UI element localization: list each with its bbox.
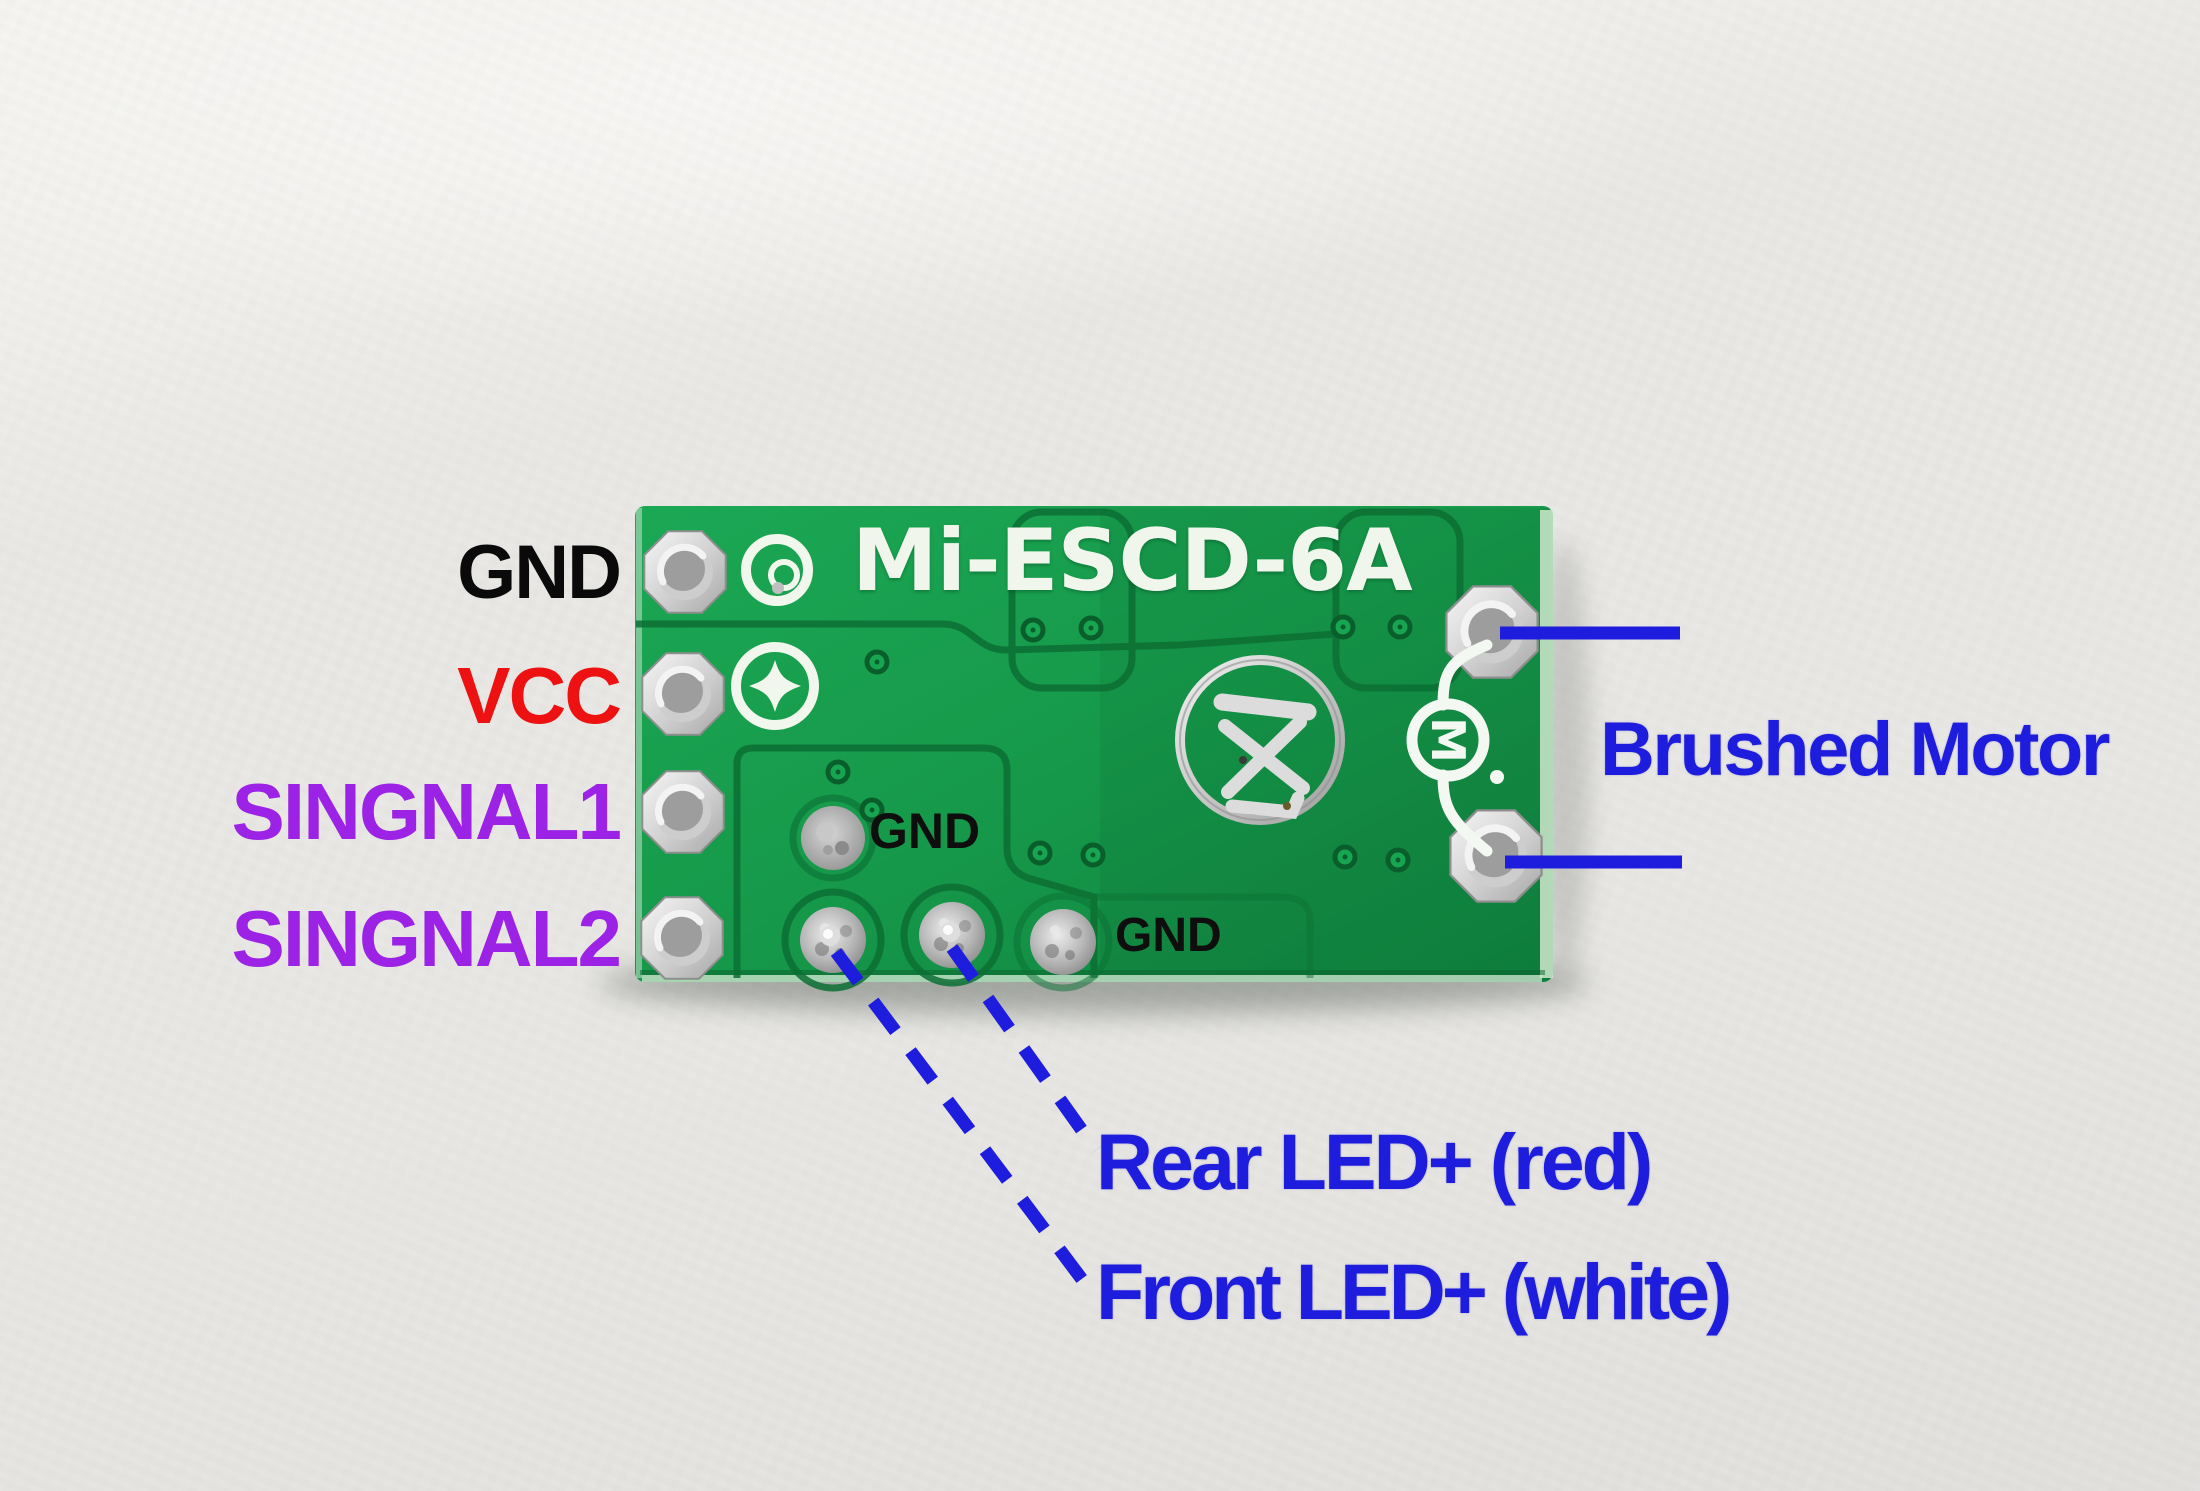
- front-led-label: Front LED+ (white): [1096, 1247, 1732, 1336]
- front-led-pad: [800, 907, 866, 973]
- pin-label-signal2: SINGNAL2: [231, 894, 623, 983]
- silkscreen-ring-icon: [741, 534, 813, 606]
- onboard-gnd-label-2: GND: [1115, 909, 1222, 962]
- gnd-pad-bottom: [1030, 909, 1096, 975]
- signal2-pin-pad: [641, 897, 722, 978]
- silkscreen-dot: [1490, 770, 1504, 784]
- annotation-lines: [830, 626, 1682, 1294]
- motor-lead-bottom: [1437, 769, 1493, 857]
- pin-label-signal1: SINGNAL1: [231, 767, 623, 856]
- copper-trace-outlines: [636, 508, 1464, 992]
- board-silkscreen-title: Mi-ESCD-6A: [852, 511, 1413, 611]
- component-circle-icon: [1175, 655, 1345, 825]
- onboard-gnd-label-1: GND: [869, 803, 981, 859]
- gnd-via-pad: [801, 806, 865, 870]
- vcc-pin-pad: [642, 653, 723, 734]
- pcb-left-edge: [636, 508, 642, 978]
- motor-symbol-icon: M: [1406, 639, 1504, 857]
- pcb-board: M: [635, 506, 1553, 992]
- pin-label-vcc: VCC: [457, 651, 622, 740]
- brushed-motor-label: Brushed Motor: [1600, 707, 2110, 792]
- gnd-pin-pad: [644, 531, 725, 612]
- rear-led-dashed-line: [946, 944, 1102, 1154]
- front-led-dashed-line: [830, 948, 1096, 1294]
- signal1-pin-pad: [642, 771, 723, 852]
- motor-symbol-letter: M: [1421, 717, 1475, 763]
- pcb-right-edge: [1540, 510, 1553, 978]
- motor-lead-top: [1437, 639, 1493, 711]
- rear-led-label: Rear LED+ (red): [1096, 1117, 1653, 1206]
- pin-label-gnd: GND: [457, 530, 622, 615]
- silkscreen-star-icon: [731, 642, 819, 730]
